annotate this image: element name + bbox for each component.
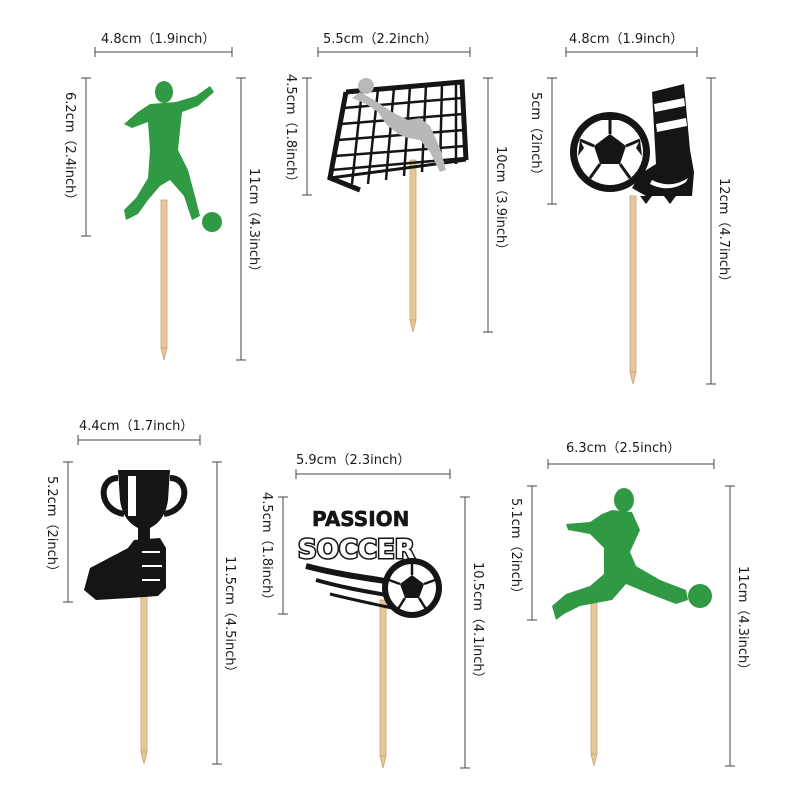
soccer-ball-silhouette [382, 558, 442, 618]
height-label: 6.2cm（2.4inch） [62, 92, 77, 206]
width-label: 4.8cm（1.9inch） [101, 32, 215, 47]
total-height-label: 10cm（3.9inch） [493, 146, 508, 256]
trophy-silhouette [100, 470, 188, 540]
soccer-ball-silhouette [570, 112, 650, 192]
total-height-label: 10.5cm（4.1inch） [470, 562, 485, 685]
topper-hand-holding-trophy: 4.4cm（1.7inch） 5.2cm（2inch） 11.5cm（4.5in… [44, 419, 237, 765]
height-label: 4.5cm（1.8inch） [259, 492, 274, 606]
total-height-label: 11.5cm（4.5inch） [222, 556, 237, 679]
total-height-label: 11cm（4.3inch） [246, 168, 261, 278]
hand-silhouette [84, 538, 166, 600]
boot-and-sock-silhouette [632, 84, 694, 204]
height-label: 5cm（2inch） [528, 92, 543, 182]
height-label: 5.1cm（2inch） [508, 498, 523, 600]
goal-net-silhouette [327, 79, 469, 193]
topper-goal-with-goalkeeper: 5.5cm（2.2inch） 4.5cm（1.8inch） 10cm（3.9in… [283, 32, 508, 333]
topper-green-kicking-player: 4.8cm（1.9inch） 6.2cm（2.4inch） 11cm（4.3in… [62, 32, 261, 361]
soccer-word: SOCCER [298, 535, 415, 565]
passion-word: PASSION [312, 507, 409, 531]
player-silhouette [124, 81, 222, 232]
height-label: 5.2cm（2inch） [44, 476, 59, 578]
width-label: 4.8cm（1.9inch） [569, 32, 683, 47]
height-label: 4.5cm（1.8inch） [283, 74, 298, 188]
toothpick-stick [379, 599, 387, 757]
toothpick-stick [140, 589, 148, 753]
topper-ball-and-boot: 4.8cm（1.9inch） 5cm（2inch） 12cm（4.7inch） [528, 32, 731, 385]
toothpick-stick [629, 195, 637, 373]
topper-green-striker: 6.3cm（2.5inch） 5.1cm（2inch） 11cm（4.3inch… [508, 441, 750, 767]
toothpick-stick [160, 199, 168, 349]
topper-passion-soccer: 5.9cm（2.3inch） 4.5cm（1.8inch） 10.5cm（4.1… [259, 453, 485, 769]
width-label: 6.3cm（2.5inch） [566, 441, 680, 456]
width-label: 5.9cm（2.3inch） [296, 453, 410, 468]
total-height-label: 12cm（4.7inch） [716, 178, 731, 288]
total-height-label: 11cm（4.3inch） [735, 566, 750, 676]
striker-silhouette [552, 488, 712, 620]
toothpick-stick [590, 599, 598, 755]
goalkeeper-silhouette [352, 78, 446, 172]
width-label: 4.4cm（1.7inch） [79, 419, 193, 434]
width-label: 5.5cm（2.2inch） [323, 32, 437, 47]
speed-lines [305, 563, 393, 610]
toothpick-stick [409, 159, 417, 321]
